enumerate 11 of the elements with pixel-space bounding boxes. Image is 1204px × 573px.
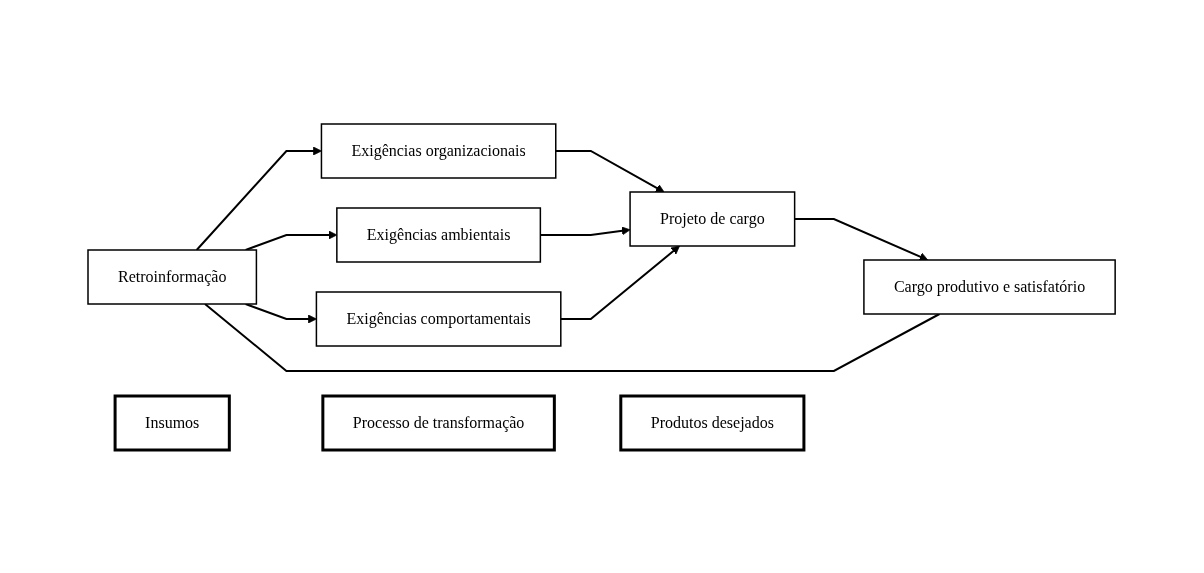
- node-box: Retroinformação: [87, 248, 258, 305]
- node-box: Exigências ambientais: [336, 206, 542, 263]
- node-box: Insumos: [114, 394, 232, 451]
- arrow: [245, 230, 338, 251]
- node-box: Processo de transformação: [321, 394, 557, 451]
- node-box: Projeto de cargo: [629, 190, 796, 247]
- node-box: Exigências comportamentais: [316, 290, 562, 347]
- node-box: Exigências organizacionais: [321, 122, 557, 179]
- connector: [204, 302, 941, 372]
- node-box: Produtos desejados: [619, 394, 806, 451]
- node-box: Cargo produtivo e satisfatório: [863, 258, 1117, 315]
